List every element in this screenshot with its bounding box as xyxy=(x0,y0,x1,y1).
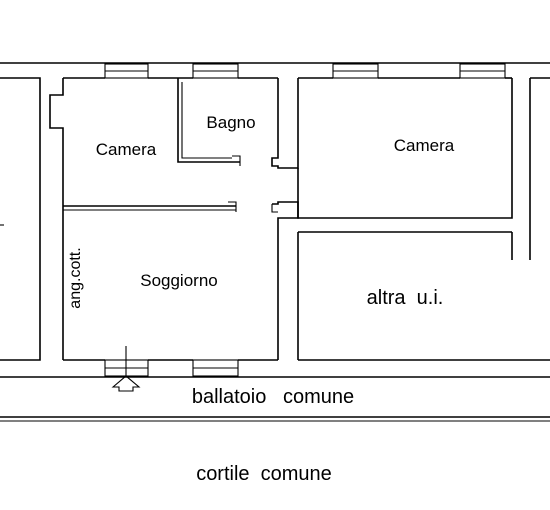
left-camera-walls xyxy=(49,78,278,361)
room-label-camera-left: Camera xyxy=(96,140,157,159)
window-top-1 xyxy=(104,63,149,79)
entrance-arrow-icon xyxy=(111,346,141,392)
room-label-bagno: Bagno xyxy=(206,113,255,132)
label-ballatoio-comune: ballatoio comune xyxy=(192,386,354,408)
bagno-walls xyxy=(177,78,241,166)
window-bottom-2 xyxy=(192,359,239,377)
label-cortile-comune: cortile comune xyxy=(196,463,332,485)
right-camera-walls xyxy=(297,78,531,260)
window-top-3 xyxy=(332,63,379,79)
room-label-soggiorno: Soggiorno xyxy=(140,271,218,290)
room-label-camera-right: Camera xyxy=(394,136,455,155)
outer-walls xyxy=(0,62,550,422)
window-top-2 xyxy=(192,63,239,79)
room-label-altra-ui: altra u.i. xyxy=(367,287,444,309)
window-top-4 xyxy=(459,63,506,79)
corridor-walls xyxy=(271,78,299,360)
altra-ui-walls xyxy=(297,231,550,361)
room-label-ang-cott: ang.cott. xyxy=(67,247,84,308)
